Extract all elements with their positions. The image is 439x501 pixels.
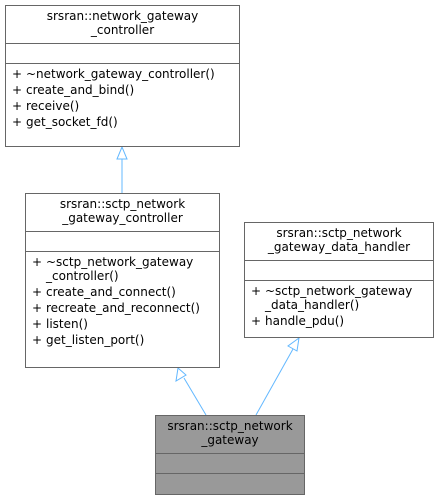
class-title-line: _gateway_controller <box>62 211 183 225</box>
class-title-line: srsran::sctp_network <box>276 226 402 240</box>
visibility-marker: + <box>32 285 43 299</box>
operations-section <box>156 474 304 494</box>
operations-section: + ~sctp_network_gateway _data_handler() … <box>245 281 433 328</box>
class-title-line: _controller <box>90 23 155 37</box>
attributes-section <box>156 454 304 474</box>
class-title-line: srsran::network_gateway <box>46 9 199 23</box>
operation-item[interactable]: + ~sctp_network_gateway _data_handler() <box>251 284 433 312</box>
class-title-line: _gateway_data_handler <box>267 240 411 254</box>
operation-name: ~network_gateway_controller() <box>26 67 215 81</box>
class-title-line: srsran::sctp_network <box>59 197 186 211</box>
operation-name: create_and_connect() <box>46 285 176 299</box>
operation-name: get_socket_fd() <box>26 115 118 129</box>
operation-name: ~sctp_network_gateway <box>265 284 413 298</box>
inherit-arrowhead-controller <box>116 145 128 160</box>
class-title: srsran::sctp_network _gateway_data_handl… <box>245 223 433 261</box>
operation-item[interactable]: + get_listen_port() <box>32 333 219 347</box>
attributes-section <box>26 232 219 252</box>
operation-name-continued: _controller() <box>46 269 119 283</box>
visibility-marker: + <box>12 67 23 81</box>
operation-item[interactable]: + create_and_connect() <box>32 285 219 299</box>
class-title: srsran::network_gateway _controller <box>6 6 239 44</box>
visibility-marker: + <box>32 333 43 347</box>
class-title-line: srsran::sctp_network <box>167 419 293 433</box>
visibility-marker: + <box>12 115 23 129</box>
operation-item[interactable]: + create_and_bind() <box>12 83 239 97</box>
operation-name-continued: _data_handler() <box>265 298 360 312</box>
operation-item[interactable]: + recreate_and_reconnect() <box>32 301 219 315</box>
operation-item[interactable]: + listen() <box>32 317 219 331</box>
visibility-marker: + <box>12 83 23 97</box>
operation-name: handle_pdu() <box>265 314 345 328</box>
operation-name: create_and_bind() <box>26 83 135 97</box>
inherit-edge-gateway-to-handler <box>255 348 294 416</box>
operation-item[interactable]: + handle_pdu() <box>251 314 433 328</box>
operations-section: + ~network_gateway_controller() + create… <box>6 64 239 129</box>
attributes-section <box>6 44 239 64</box>
operations-section: + ~sctp_network_gateway _controller() + … <box>26 252 219 347</box>
operation-name: receive() <box>26 99 80 113</box>
inherit-arrowhead-gateway-to-handler <box>287 336 300 352</box>
class-title: srsran::sctp_network _gateway_controller <box>26 194 219 232</box>
operation-name: listen() <box>46 317 88 331</box>
class-network-gateway-controller[interactable]: srsran::network_gateway _controller + ~n… <box>5 5 240 147</box>
class-title: srsran::sctp_network _gateway <box>156 416 304 454</box>
class-sctp-network-gateway-data-handler[interactable]: srsran::sctp_network _gateway_data_handl… <box>244 222 434 338</box>
visibility-marker: + <box>12 99 23 113</box>
operation-item[interactable]: + receive() <box>12 99 239 113</box>
operation-name: recreate_and_reconnect() <box>46 301 200 315</box>
visibility-marker: + <box>32 317 43 331</box>
operation-item[interactable]: + ~network_gateway_controller() <box>12 67 239 81</box>
inherit-arrowhead-gateway-to-controller <box>175 367 187 382</box>
inherit-edge-gateway-to-controller <box>183 377 207 416</box>
operation-name: ~sctp_network_gateway <box>46 255 194 269</box>
class-title-line: _gateway <box>201 433 259 447</box>
attributes-section <box>245 261 433 281</box>
visibility-marker: + <box>32 301 43 315</box>
visibility-marker: + <box>251 284 262 298</box>
operation-name: get_listen_port() <box>46 333 145 347</box>
class-sctp-network-gateway-controller[interactable]: srsran::sctp_network _gateway_controller… <box>25 193 220 368</box>
operation-item[interactable]: + ~sctp_network_gateway _controller() <box>32 255 219 283</box>
operation-item[interactable]: + get_socket_fd() <box>12 115 239 129</box>
visibility-marker: + <box>251 314 262 328</box>
class-sctp-network-gateway[interactable]: srsran::sctp_network _gateway <box>155 415 305 495</box>
visibility-marker: + <box>32 255 43 269</box>
